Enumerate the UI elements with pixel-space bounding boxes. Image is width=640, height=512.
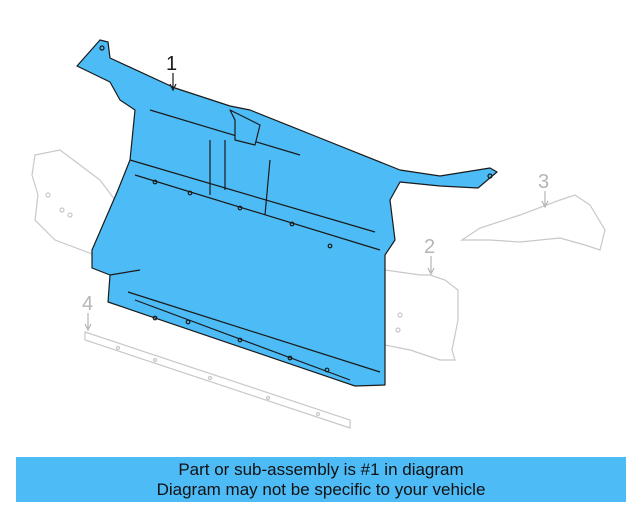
ghost-part-4 <box>84 331 351 429</box>
banner-line-1: Part or sub-assembly is #1 in diagram <box>178 460 464 479</box>
ghost-part-2 <box>384 269 459 361</box>
radiator-support-part-1[interactable] <box>76 39 498 387</box>
callout-1[interactable]: 1 <box>166 53 177 92</box>
ghost-part-3 <box>460 194 606 251</box>
parts-diagram: 1 2 3 4 <box>31 39 606 429</box>
svg-text:4: 4 <box>82 293 93 315</box>
svg-text:3: 3 <box>538 171 549 193</box>
svg-text:1: 1 <box>166 53 177 75</box>
callout-2[interactable]: 2 <box>424 236 435 276</box>
info-banner: Part or sub-assembly is #1 in diagram Di… <box>16 457 626 502</box>
banner-line-2: Diagram may not be specific to your vehi… <box>156 480 486 499</box>
callout-3[interactable]: 3 <box>538 171 549 209</box>
callout-4[interactable]: 4 <box>82 293 93 332</box>
svg-text:2: 2 <box>424 236 435 258</box>
